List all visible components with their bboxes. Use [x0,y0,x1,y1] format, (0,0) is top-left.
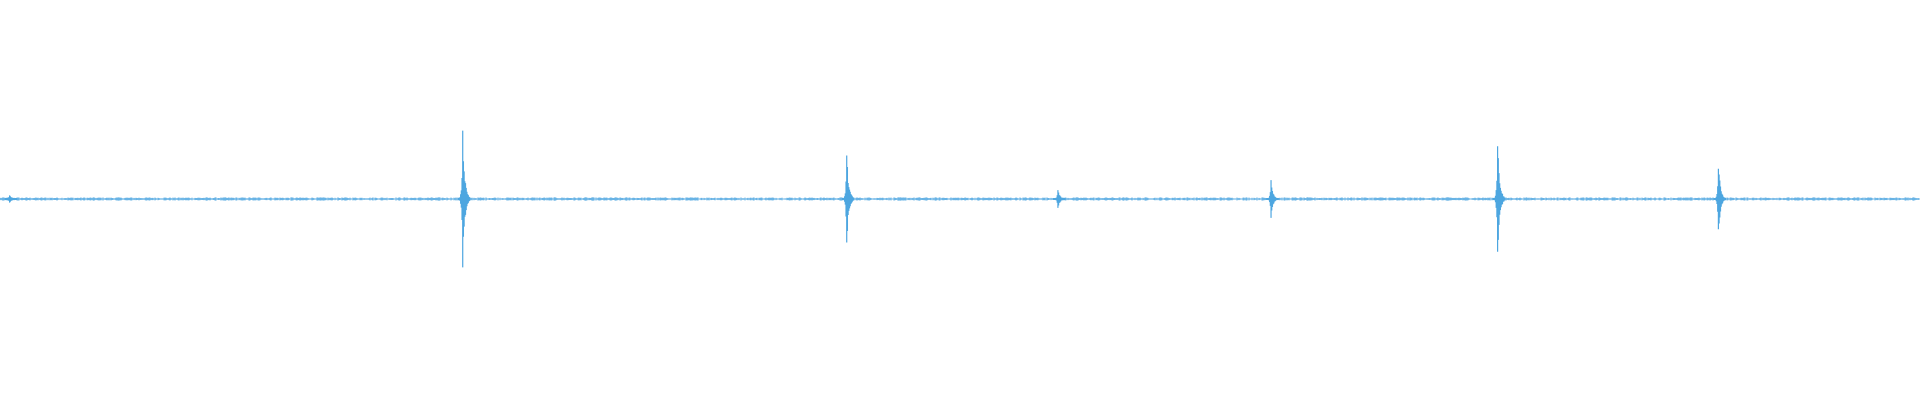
waveform-transients [4,130,1726,268]
waveform-transient-2 [457,130,471,268]
waveform-baseline [0,197,1920,201]
waveform-transient-3 [841,155,855,243]
waveform-transient-7 [1713,168,1726,230]
waveform-baseline-path [0,197,1920,201]
waveform-transient-1 [4,195,18,203]
waveform-transient-5 [1266,180,1279,218]
waveform-transient-4 [1053,190,1066,208]
waveform-transient-6 [1492,146,1506,252]
